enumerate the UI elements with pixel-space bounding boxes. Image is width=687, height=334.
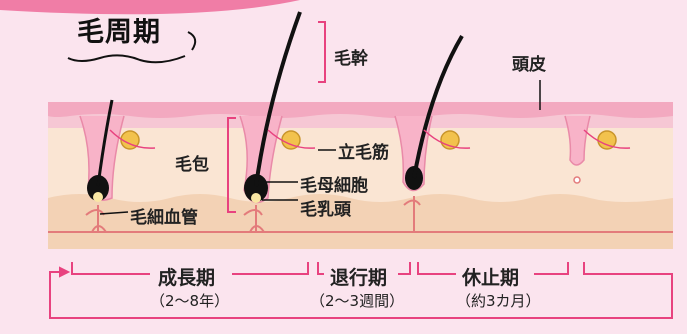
title-underline bbox=[68, 55, 185, 62]
label-hair-shaft: 毛幹 bbox=[334, 44, 368, 69]
label-arrector-pili: 立毛筋 bbox=[338, 138, 389, 163]
label-capillary: 毛細血管 bbox=[130, 203, 198, 228]
label-follicle: 毛包 bbox=[175, 150, 209, 175]
phase-anagen-duration: （2〜8年） bbox=[150, 290, 229, 311]
diagram-title: 毛周期 bbox=[77, 10, 161, 49]
phase-anagen-name: 成長期 bbox=[158, 263, 215, 290]
label-papilla: 毛乳頭 bbox=[300, 195, 351, 220]
phase-telogen-duration: （約3カ月） bbox=[456, 290, 541, 311]
label-scalp: 頭皮 bbox=[512, 50, 546, 75]
label-matrix-cells: 毛母細胞 bbox=[300, 171, 368, 196]
hair-shaft-bracket bbox=[318, 22, 325, 82]
papilla-2 bbox=[251, 193, 261, 203]
papilla-4 bbox=[574, 177, 580, 183]
phase-catagen-duration: （2〜3週間） bbox=[310, 290, 404, 311]
papilla-1 bbox=[93, 192, 103, 202]
phase-catagen-name: 退行期 bbox=[330, 263, 387, 290]
phase-telogen-name: 休止期 bbox=[462, 263, 519, 290]
